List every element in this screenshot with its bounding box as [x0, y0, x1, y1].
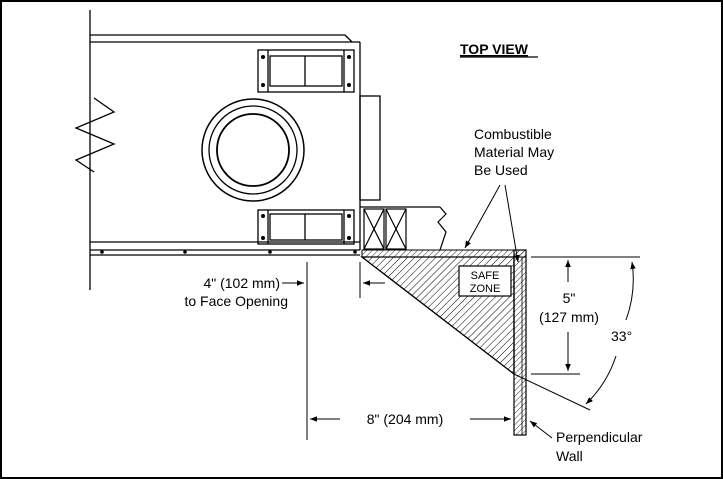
face-opening-label-2: to Face Opening [184, 293, 288, 309]
safe-zone-label-2: ZONE [470, 283, 501, 295]
angle-arc-upper [625, 261, 636, 321]
fireplace-unit [74, 10, 381, 290]
wall-label-1: Perpendicular [556, 429, 643, 445]
bracket-screws [100, 55, 357, 254]
combustible-leader-wall [504, 184, 520, 263]
perpendicular-wall [513, 249, 527, 436]
wall-leader [529, 420, 553, 439]
angle-arc-lower [585, 355, 617, 405]
combustible-label-1: Combustible [474, 126, 552, 142]
depth-label-1: 5" [563, 290, 576, 306]
combustible-label-3: Be Used [474, 162, 528, 178]
angle-label: 33° [611, 328, 632, 344]
width-label: 8" (204 mm) [367, 411, 444, 427]
combustible-strip [361, 249, 527, 258]
combustible-leader-strip [464, 184, 501, 249]
wall-label-2: Wall [556, 448, 583, 464]
depth-label-2: (127 mm) [539, 309, 599, 325]
framing-lumber [360, 206, 447, 251]
combustible-label-2: Material May [474, 144, 554, 160]
view-title: TOP VIEW [460, 41, 529, 57]
face-opening-label-1: 4" (102 mm) [203, 275, 280, 291]
safe-zone-box [458, 265, 512, 297]
safe-zone-label-1: SAFE [471, 270, 500, 282]
